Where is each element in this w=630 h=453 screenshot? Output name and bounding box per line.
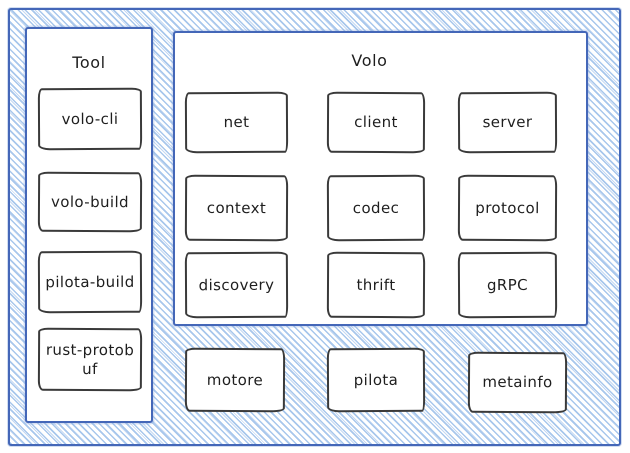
tool-panel-title: Tool [72,53,106,72]
node-label: discovery [198,275,275,294]
volo-panel: Volo net client server context codec pro… [173,31,588,326]
node-codec: codec [326,174,426,242]
node-server: server [457,91,558,154]
node-discovery: discovery [184,251,289,319]
node-label: server [482,112,533,132]
node-motore: motore [184,347,286,413]
volo-panel-title: Volo [351,51,388,70]
node-volo-build: volo-build [37,171,143,233]
node-label: volo-build [50,192,130,211]
node-label: net [223,113,250,132]
node-label: codec [352,198,400,217]
tool-panel: Tool volo-cli volo-build pilota-build ru… [25,27,153,423]
outer-hatched-frame: Tool volo-cli volo-build pilota-build ru… [8,8,621,446]
node-label: client [354,113,398,132]
node-client: client [326,91,426,154]
node-volo-cli: volo-cli [37,87,143,151]
node-grpc: gRPC [457,251,558,319]
node-pilota: pilota [326,347,426,413]
node-rust-protobuf: rust-protobuf [37,327,143,392]
node-protocol: protocol [457,174,558,242]
node-thrift: thrift [326,251,426,319]
node-label: gRPC [486,275,529,294]
node-label: pilota [353,370,399,389]
node-net: net [184,91,289,154]
node-label: volo-cli [61,109,119,128]
node-label: context [206,198,267,217]
node-label: rust-protobuf [45,340,135,378]
node-metainfo: metainfo [467,351,568,414]
node-context: context [184,174,289,242]
node-label: pilota-build [45,272,135,291]
node-pilota-build: pilota-build [37,250,143,314]
node-label: thrift [356,275,396,294]
node-label: metainfo [482,372,553,392]
node-label: protocol [475,198,540,217]
node-label: motore [206,370,264,389]
